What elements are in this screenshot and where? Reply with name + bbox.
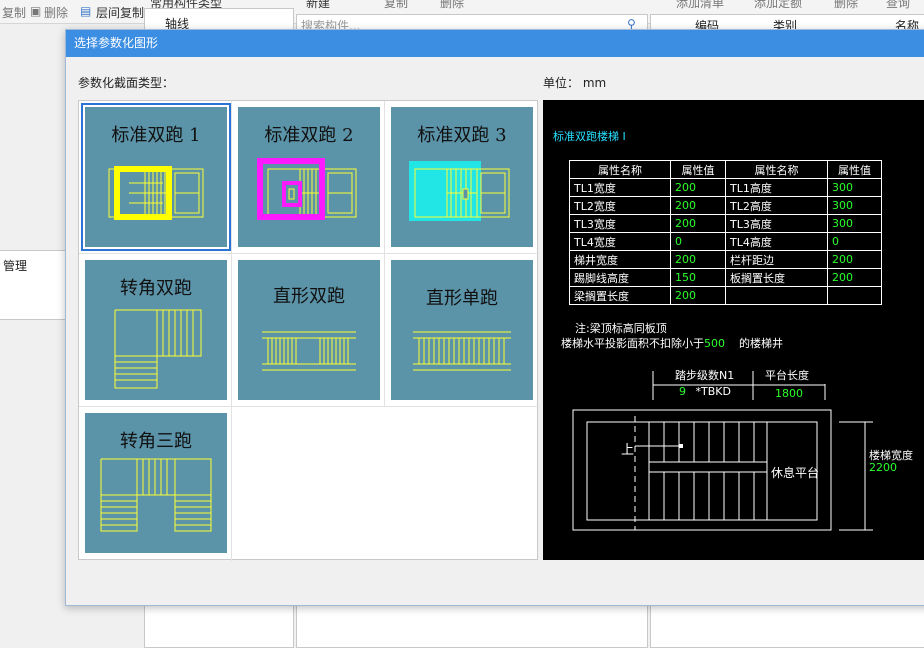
bg-layer-copy-button[interactable]: 层间复制 <box>96 6 145 20</box>
stair-plan-icon <box>262 331 356 371</box>
platform-length-value: 1800 <box>775 387 803 400</box>
stair-plan-icon <box>409 161 510 221</box>
bg-add-list-button[interactable]: 添加清单 <box>676 0 725 10</box>
bg-copy2-button[interactable]: 复制 <box>384 0 409 10</box>
note-beam-top: 注:梁顶标高同板顶 <box>575 322 667 335</box>
gallery-divider <box>231 101 232 561</box>
bg-add-quota-button[interactable]: 添加定额 <box>754 0 803 10</box>
note-stairwell-suffix: 的楼梯井 <box>739 337 783 350</box>
note-stairwell: 楼梯水平投影面积不扣除小于500 的楼梯井 <box>561 335 783 351</box>
platform-length-label: 平台长度 <box>765 369 809 382</box>
gallery-divider <box>79 253 539 254</box>
shape-corner-triple[interactable]: 转角三跑 <box>85 413 227 553</box>
prop-value: 200 <box>670 214 726 233</box>
preview-title: 标准双跑楼梯 I <box>553 130 626 143</box>
prop-name: TL1宽度 <box>569 178 671 197</box>
prop-name: TL2宽度 <box>569 196 671 215</box>
prop-header: 属性值 <box>827 160 882 179</box>
prop-value: 150 <box>670 268 726 287</box>
select-parametric-shape-dialog: 选择参数化图形 参数化截面类型： 单位： mm 标准双跑 1 <box>65 29 924 606</box>
note-stairwell-prefix: 楼梯水平投影面积不扣除小于 <box>561 337 704 350</box>
shape-straight-double[interactable]: 直形双跑 <box>238 260 380 400</box>
prop-value: 300 <box>827 196 882 215</box>
steps-value: 9 *TBKD <box>679 385 731 398</box>
shape-label: 标准双跑 2 <box>264 125 354 146</box>
shape-standard-double-2[interactable]: 标准双跑 2 <box>238 107 380 247</box>
prop-header: 属性值 <box>670 160 726 179</box>
bg-delete2-button[interactable]: 删除 <box>440 0 465 10</box>
section-type-label: 参数化截面类型： <box>78 76 175 90</box>
shape-straight-single[interactable]: 直形单跑 <box>391 260 533 400</box>
prop-value: 200 <box>670 286 726 305</box>
shape-label: 标准双跑 3 <box>417 125 507 146</box>
prop-value: 200 <box>670 250 726 269</box>
bg-query-button[interactable]: 查询 <box>886 0 911 10</box>
bg-copy-button[interactable]: 复制 <box>2 6 27 20</box>
bg-manage-label: 管理 <box>3 259 28 273</box>
bg-delete3-button[interactable]: 删除 <box>834 0 859 10</box>
stair-width-value: 2200 <box>869 461 897 474</box>
prop-name: 踢脚线高度 <box>569 268 671 287</box>
note-stairwell-value: 500 <box>704 337 725 350</box>
unit-label: 单位： mm <box>543 76 607 90</box>
stair-plan-icon <box>108 166 204 220</box>
shape-label: 转角三跑 <box>120 431 192 452</box>
gallery-divider <box>79 406 539 407</box>
shape-label: 直形双跑 <box>273 286 345 307</box>
shape-gallery: 标准双跑 1 标准双跑 2 <box>78 100 539 561</box>
prop-name: 梯井宽度 <box>569 250 671 269</box>
bg-new-button[interactable]: 新建 <box>306 0 331 10</box>
bg-layer-copy-icon: ▤ <box>80 4 92 18</box>
shape-label: 转角双跑 <box>120 278 192 299</box>
search-icon[interactable]: ⚲ <box>627 17 636 31</box>
bg-left-panel: 管理 <box>0 250 68 320</box>
stair-plan-icon <box>413 331 511 371</box>
prop-name: 栏杆距边 <box>725 250 828 269</box>
dialog-title: 选择参数化图形 <box>66 30 924 57</box>
stair-plan-icon <box>100 458 212 532</box>
shape-standard-double-3[interactable]: 标准双跑 3 <box>391 107 533 247</box>
prop-name: 梁搁置长度 <box>569 286 671 305</box>
bg-delete-button[interactable]: 删除 <box>44 6 69 20</box>
prop-value: 200 <box>670 196 726 215</box>
bg-delete-icon: ▣ <box>30 4 42 18</box>
prop-value <box>827 286 882 305</box>
shape-label: 直形单跑 <box>426 288 498 309</box>
rest-platform-label: 休息平台 <box>771 466 820 480</box>
shape-label: 标准双跑 1 <box>111 125 201 146</box>
shape-corner-double[interactable]: 转角双跑 <box>85 260 227 400</box>
steps-label: 踏步级数N1 <box>675 369 735 382</box>
prop-name: TL4宽度 <box>569 232 671 251</box>
prop-name: 板搁置长度 <box>725 268 828 287</box>
stair-plan-drawing <box>572 371 873 531</box>
prop-name: TL3高度 <box>725 214 828 233</box>
shape-standard-double-1[interactable]: 标准双跑 1 <box>81 103 231 251</box>
stair-plan-icon <box>114 309 202 389</box>
stair-plan-icon <box>257 158 357 220</box>
bg-component-type-item[interactable]: 常用构件类型 <box>150 0 223 10</box>
stair-width-label: 楼梯宽度 <box>869 449 913 462</box>
bg-axis-item[interactable]: 轴线 <box>165 17 190 31</box>
up-label: 上 <box>621 443 635 458</box>
